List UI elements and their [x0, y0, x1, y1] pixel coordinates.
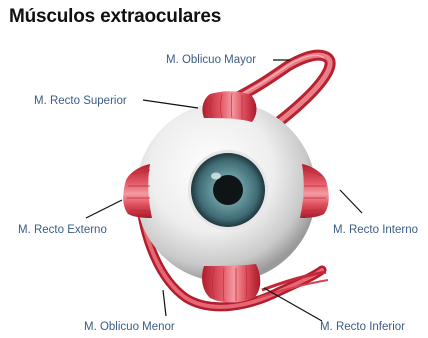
leader-recto-interno	[340, 190, 362, 213]
leader-oblicuo-menor	[163, 290, 166, 316]
leader-recto-externo	[86, 200, 122, 218]
iris	[188, 150, 268, 230]
superior-rectus-muscle	[202, 91, 256, 122]
lateral-rectus-muscle	[123, 164, 152, 218]
medial-rectus-muscle	[300, 164, 329, 218]
leader-recto-inferior	[264, 288, 322, 321]
label-recto-superior: M. Recto Superior	[34, 95, 127, 107]
inferior-rectus-muscle	[202, 264, 260, 303]
label-recto-inferior: M. Recto Inferior	[320, 321, 405, 333]
pupil	[213, 175, 243, 205]
label-recto-externo: M. Recto Externo	[18, 224, 107, 236]
label-oblicuo-menor: M. Oblicuo Menor	[84, 321, 175, 333]
leader-recto-superior	[143, 100, 198, 108]
label-oblicuo-mayor: M. Oblicuo Mayor	[166, 54, 256, 66]
label-recto-interno: M. Recto Interno	[333, 224, 418, 236]
